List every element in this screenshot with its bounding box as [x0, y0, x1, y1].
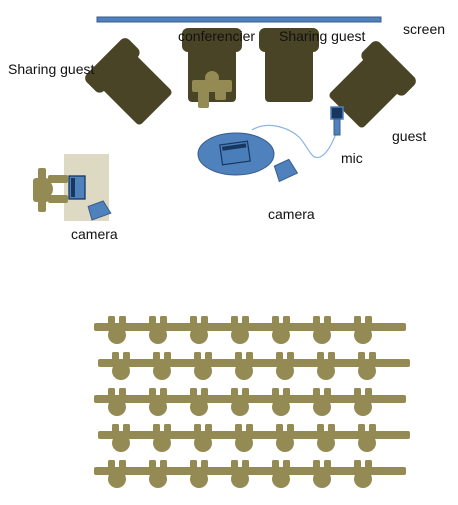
audience-seating — [94, 316, 410, 488]
label-sharing-guest-left: Sharing guest — [8, 61, 95, 77]
label-screen: screen — [403, 21, 446, 37]
audience-seat — [191, 352, 215, 380]
audience-seat — [310, 388, 334, 416]
camera-center-icon — [273, 158, 299, 183]
audience-seat — [273, 424, 297, 452]
audience-seat — [187, 316, 211, 344]
audience-seat — [351, 388, 375, 416]
audience-seat — [310, 460, 334, 488]
audience-seat — [228, 388, 252, 416]
audience-seat — [232, 424, 256, 452]
audience-seat — [146, 316, 170, 344]
audience-seat — [351, 316, 375, 344]
label-sharing-guest-center: Sharing guest — [279, 28, 366, 44]
chair-sharing-guest-left — [85, 38, 172, 125]
chair-guest-right — [329, 41, 416, 128]
audience-seat — [146, 388, 170, 416]
operator-laptop-screen — [71, 178, 75, 197]
label-mic: mic — [341, 150, 363, 166]
audience-seat — [109, 352, 133, 380]
audience-seat — [228, 316, 252, 344]
audience-seat — [269, 460, 293, 488]
label-guest: guest — [392, 128, 427, 144]
audience-seat — [187, 388, 211, 416]
audience-seat — [105, 388, 129, 416]
laptop-icon — [219, 140, 251, 166]
audience-seat — [355, 424, 379, 452]
audience-seat — [150, 352, 174, 380]
label-camera-left: camera — [71, 226, 118, 242]
audience-seat — [105, 316, 129, 344]
microphone-icon — [330, 106, 344, 136]
audience-seat — [273, 352, 297, 380]
audience-seat — [150, 424, 174, 452]
audience-seat — [269, 388, 293, 416]
label-camera-center: camera — [268, 206, 315, 222]
audience-seat — [310, 316, 334, 344]
camera-left-icon — [87, 200, 112, 221]
mic-cable — [251, 124, 337, 159]
label-conferencier: conferencier — [178, 28, 256, 44]
audience-seat — [105, 460, 129, 488]
audience-seat — [314, 352, 338, 380]
audience-seat — [109, 424, 133, 452]
audience-seat — [314, 424, 338, 452]
audience-seat — [228, 460, 252, 488]
audience-seat — [351, 460, 375, 488]
audience-seat — [187, 460, 211, 488]
audience-seat — [269, 316, 293, 344]
person-conferencier — [192, 71, 232, 108]
audience-seat — [355, 352, 379, 380]
projection-screen — [96, 16, 382, 23]
audience-seat — [146, 460, 170, 488]
audience-seat — [232, 352, 256, 380]
audience-seat — [191, 424, 215, 452]
person-operator — [33, 168, 68, 212]
chair-sharing-guest-center — [259, 28, 319, 102]
